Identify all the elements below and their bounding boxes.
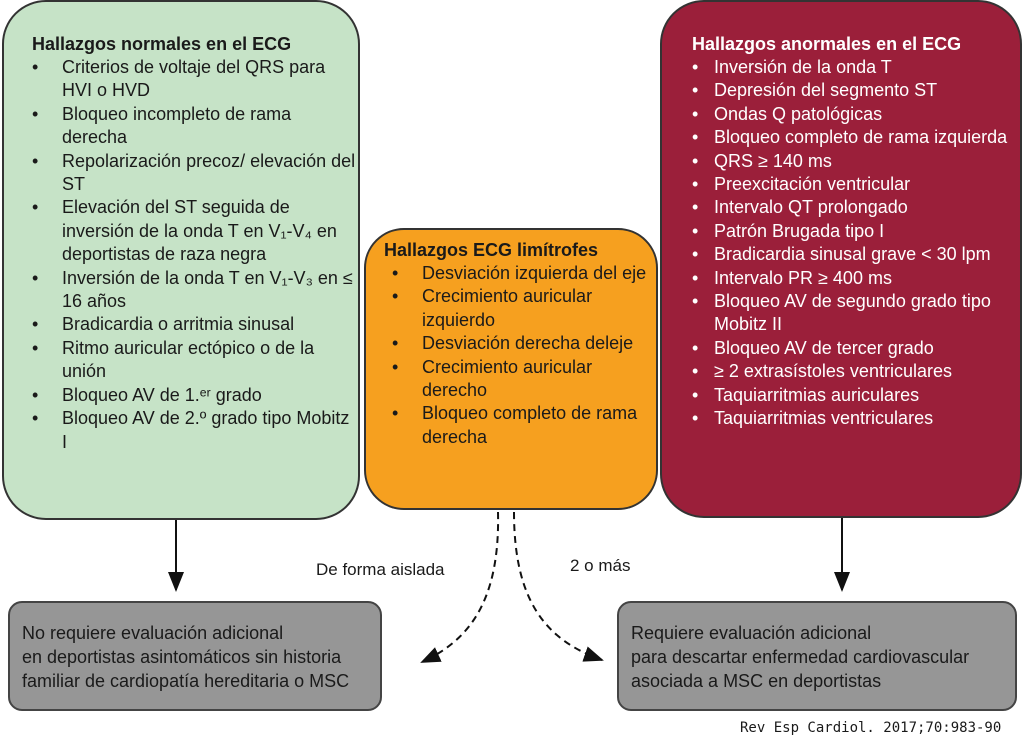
finding-item: Crecimiento auricular derecho: [384, 356, 656, 403]
citation: Rev Esp Cardiol. 2017;70:983-90: [740, 720, 1002, 736]
finding-item: Repolarización precoz/ elevación del ST: [32, 150, 358, 197]
finding-item: Patrón Brugada tipo I: [692, 220, 1020, 244]
borderline-findings-box: Hallazgos ECG limítrofes Desviación izqu…: [364, 228, 658, 510]
no-further-evaluation-box: No requiere evaluación adicional en depo…: [8, 601, 382, 711]
finding-item: Intervalo QT prolongado: [692, 196, 1020, 220]
finding-item: Desviación derecha deleje: [384, 332, 656, 356]
finding-item: Elevación del ST seguida de inversión de…: [32, 196, 358, 266]
finding-item: Bloqueo AV de segundo grado tipo Mobitz …: [692, 290, 1020, 337]
finding-item: Crecimiento auricular izquierdo: [384, 285, 656, 332]
finding-item: Preexcitación ventricular: [692, 173, 1020, 197]
finding-item: Bloqueo completo de rama izquierda: [692, 126, 1020, 150]
outcome-line: familiar de cardiopatía hereditaria o MS…: [22, 671, 350, 691]
finding-item: Bloqueo AV de 2.º grado tipo Mobitz I: [32, 407, 358, 454]
further-evaluation-box: Requiere evaluación adicional para desca…: [617, 601, 1017, 711]
outcome-line: asociada a MSC en deportistas: [631, 671, 882, 691]
finding-item: Bloqueo completo de rama derecha: [384, 402, 656, 449]
abnormal-findings-list: Inversión de la onda TDepresión del segm…: [692, 56, 1020, 431]
finding-item: QRS ≥ 140 ms: [692, 150, 1020, 174]
label-isolated: De forma aislada: [316, 560, 445, 579]
outcome-line: para descartar enfermedad cardiovascular: [631, 647, 970, 667]
outcome-line: No requiere evaluación adicional: [22, 623, 284, 643]
finding-item: Criterios de voltaje del QRS para HVI o …: [32, 56, 358, 103]
finding-item: Bloqueo incompleto de rama derecha: [32, 103, 358, 150]
finding-item: Bloqueo AV de tercer grado: [692, 337, 1020, 361]
finding-item: Taquiarritmias ventriculares: [692, 407, 1020, 431]
finding-item: Bradicardia sinusal grave < 30 lpm: [692, 243, 1020, 267]
finding-item: Ondas Q patológicas: [692, 103, 1020, 127]
finding-item: Intervalo PR ≥ 400 ms: [692, 267, 1020, 291]
normal-findings-box: Hallazgos normales en el ECG Criterios d…: [2, 0, 360, 520]
abnormal-findings-title: Hallazgos anormales en el ECG: [692, 34, 962, 54]
finding-item: Depresión del segmento ST: [692, 79, 1020, 103]
normal-findings-list: Criterios de voltaje del QRS para HVI o …: [32, 56, 358, 454]
label-two-or-more: 2 o más: [570, 556, 631, 575]
finding-item: Inversión de la onda T: [692, 56, 1020, 80]
finding-item: Inversión de la onda T en V₁-V₃ en ≤ 16 …: [32, 267, 358, 314]
outcome-line: Requiere evaluación adicional: [631, 623, 872, 643]
borderline-findings-list: Desviación izquierda del ejeCrecimiento …: [384, 262, 656, 449]
dashed-arrow-isolated: [420, 511, 500, 663]
normal-findings-title: Hallazgos normales en el ECG: [32, 34, 292, 54]
finding-item: Bloqueo AV de 1.ᵉʳ grado: [32, 384, 358, 408]
finding-item: ≥ 2 extrasístoles ventriculares: [692, 360, 1020, 384]
borderline-findings-title: Hallazgos ECG limítrofes: [384, 240, 599, 260]
finding-item: Ritmo auricular ectópico o de la unión: [32, 337, 358, 384]
abnormal-findings-box: Hallazgos anormales en el ECG Inversión …: [660, 0, 1022, 518]
finding-item: Taquiarritmias auriculares: [692, 384, 1020, 408]
outcome-line: en deportistas asintomáticos sin histori…: [22, 647, 342, 667]
finding-item: Bradicardia o arritmia sinusal: [32, 313, 358, 337]
dashed-arrow-two-or-more: [513, 511, 604, 662]
finding-item: Desviación izquierda del eje: [384, 262, 656, 286]
